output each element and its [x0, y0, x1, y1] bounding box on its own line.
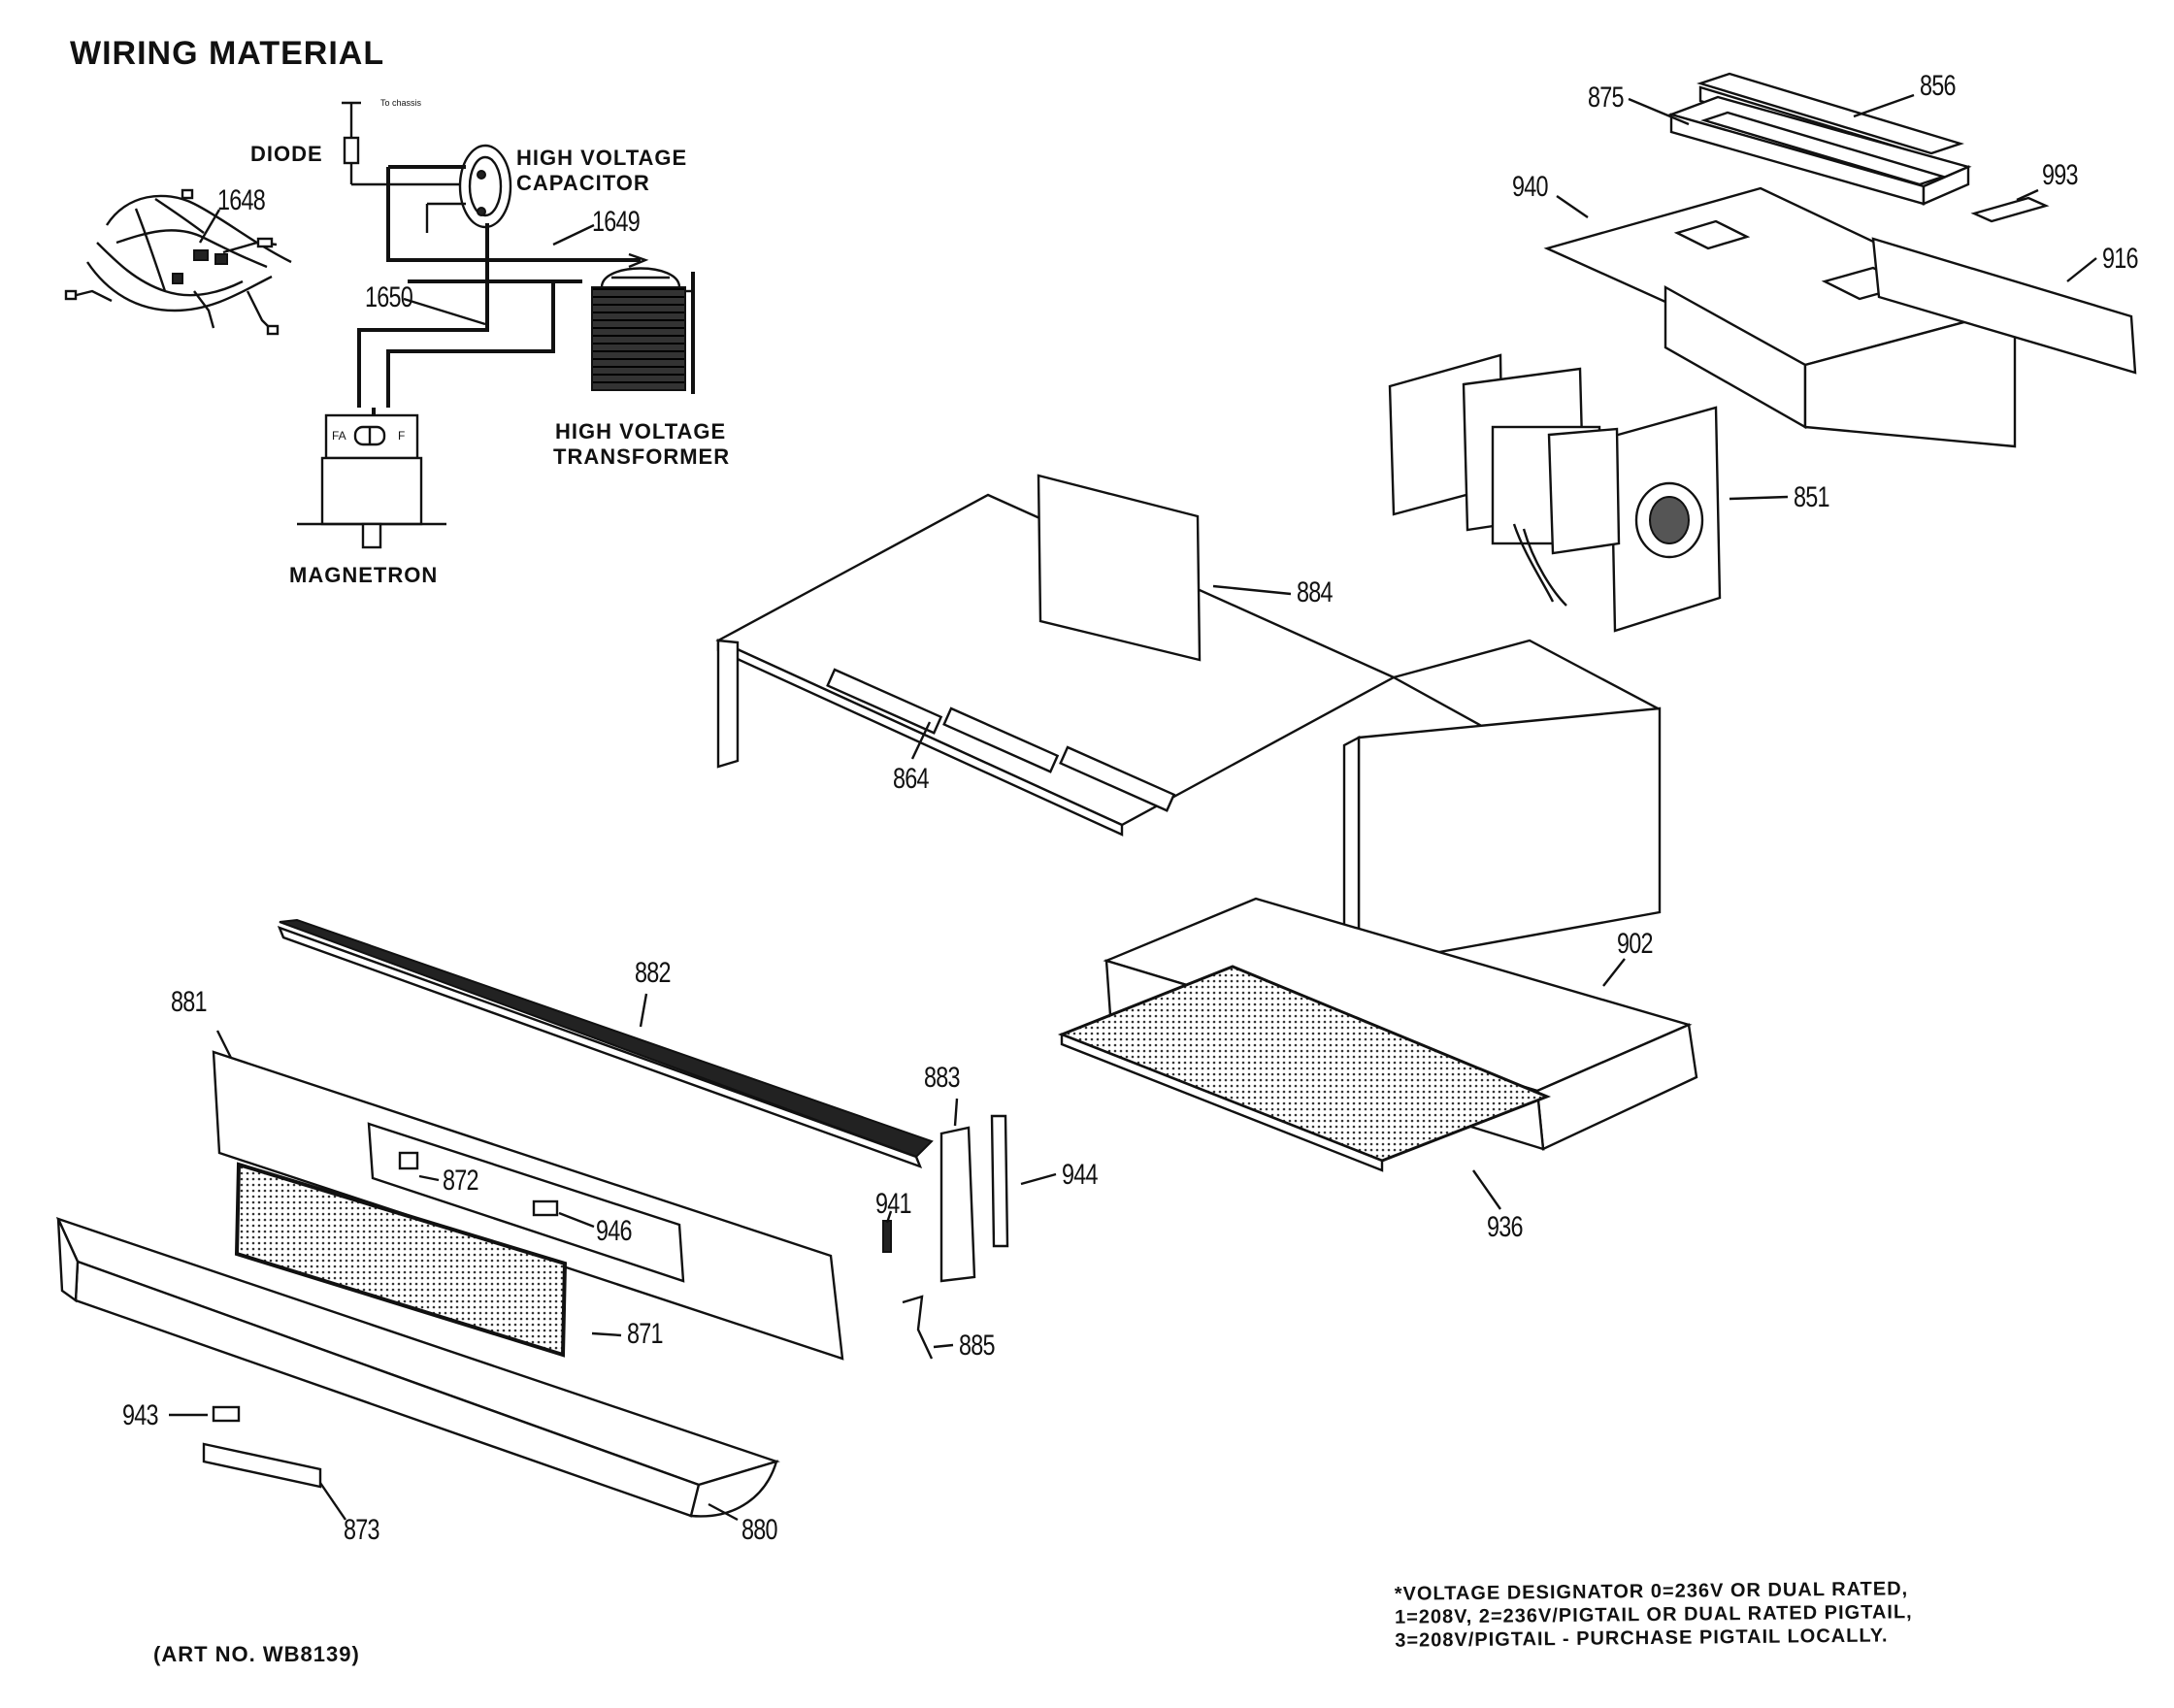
- part-number-1650: 1650: [365, 281, 413, 313]
- part-number-851: 851: [1794, 481, 1829, 513]
- part-number-916: 916: [2102, 243, 2138, 275]
- diode-symbol: [342, 101, 466, 186]
- diagram-title: WIRING MATERIAL: [70, 35, 385, 72]
- part-number-873: 873: [344, 1514, 379, 1546]
- wiring-lines: [357, 165, 649, 421]
- part-851-blower-assembly: [1388, 353, 1722, 633]
- part-number-856: 856: [1920, 70, 1956, 102]
- wiring-harness-1648: [64, 188, 292, 336]
- part-946-clip: [532, 1199, 559, 1217]
- part-number-993: 993: [2042, 159, 2078, 191]
- part-number-885: 885: [959, 1330, 995, 1362]
- capacitor-label-line2: CAPACITOR: [516, 171, 650, 195]
- part-882-rail: [277, 918, 934, 1169]
- part-881-panel: [212, 1050, 844, 1361]
- part-993-plate: [1970, 196, 2050, 223]
- part-number-944: 944: [1062, 1159, 1098, 1191]
- part-number-882: 882: [635, 957, 671, 989]
- part-944-bracket: [990, 1114, 1009, 1248]
- part-number-946: 946: [596, 1215, 632, 1247]
- art-number: (ART NO. WB8139): [153, 1642, 360, 1666]
- transformer-label-line1: HIGH VOLTAGE: [555, 419, 727, 443]
- part-number-943: 943: [122, 1399, 158, 1431]
- magnetron-label: MAGNETRON: [289, 563, 439, 587]
- part-number-881: 881: [171, 986, 207, 1018]
- part-number-875: 875: [1588, 82, 1624, 114]
- high-voltage-transformer-symbol: [591, 267, 695, 394]
- part-875-bracket: [1667, 95, 1972, 206]
- voltage-designator-footnote: *VOLTAGE DESIGNATOR 0=236V OR DUAL RATED…: [1395, 1577, 1913, 1653]
- part-number-880: 880: [741, 1514, 777, 1546]
- magnetron-symbol: [297, 413, 446, 549]
- part-number-1648: 1648: [217, 184, 266, 216]
- part-872-knob: [398, 1151, 419, 1170]
- capacitor-label-line1: HIGH VOLTAGE: [516, 146, 688, 170]
- part-880-front-panel: [55, 1216, 780, 1518]
- part-number-1649: 1649: [592, 206, 641, 238]
- part-940-top-panel: [1543, 186, 2019, 448]
- part-871-filter: [234, 1162, 568, 1358]
- part-884-top-housing: [715, 474, 1662, 972]
- magnetron-terminal-f: F: [398, 429, 406, 443]
- magnetron-terminal-fa: FA: [332, 429, 346, 443]
- part-number-871: 871: [627, 1318, 663, 1350]
- part-943-latch: [212, 1405, 241, 1423]
- high-voltage-capacitor-symbol: [458, 144, 512, 229]
- part-936-filter: [1057, 965, 1552, 1172]
- part-number-864: 864: [893, 763, 929, 795]
- part-941-spring: [882, 1220, 892, 1253]
- transformer-label-line2: TRANSFORMER: [553, 444, 731, 469]
- part-number-884: 884: [1297, 576, 1333, 608]
- diode-label: DIODE: [250, 142, 323, 166]
- part-number-902: 902: [1617, 928, 1653, 960]
- part-885-lever: [902, 1295, 934, 1360]
- part-number-883: 883: [924, 1062, 960, 1094]
- part-883-bracket: [939, 1126, 976, 1283]
- part-number-872: 872: [443, 1165, 478, 1197]
- part-873-handle: [202, 1442, 322, 1489]
- part-number-941: 941: [875, 1188, 911, 1220]
- leader-lines: [169, 93, 2097, 1522]
- to-chassis-label: To chassis: [380, 98, 422, 108]
- part-number-940: 940: [1512, 171, 1548, 203]
- part-number-936: 936: [1487, 1211, 1523, 1243]
- part-916-strip: [1871, 237, 2137, 375]
